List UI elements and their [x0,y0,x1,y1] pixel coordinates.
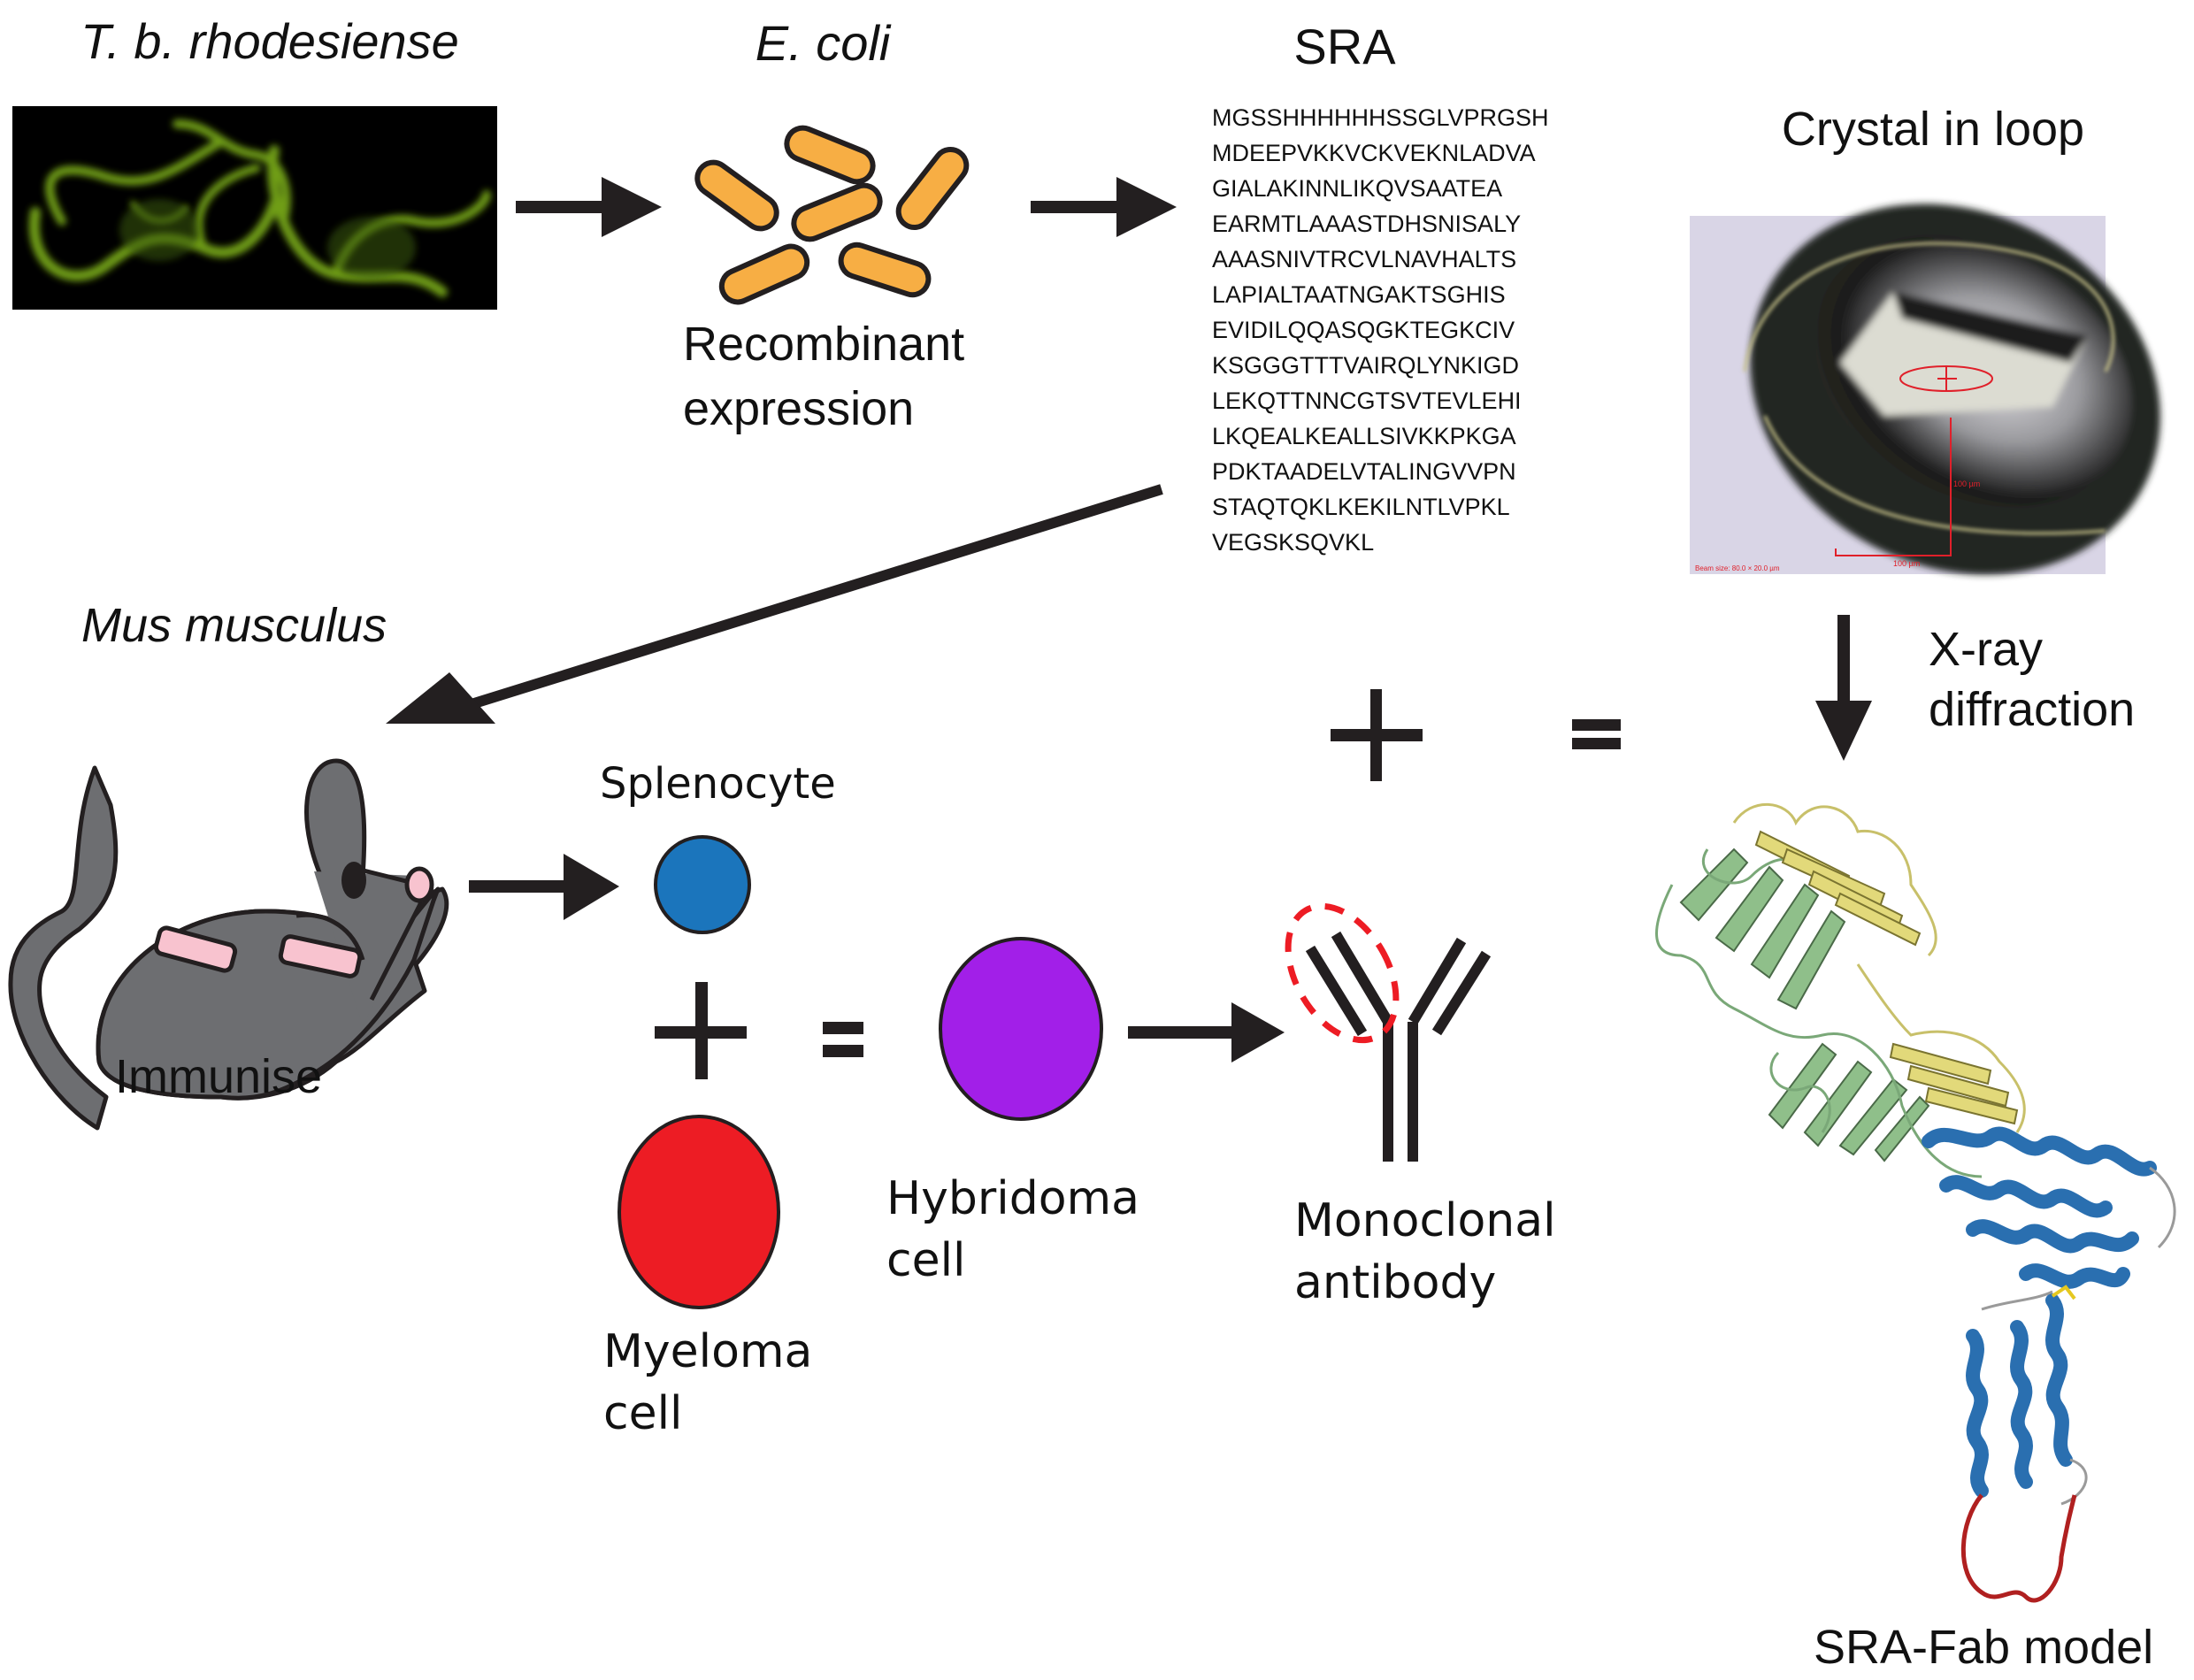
beam-size-label: Beam size: 80.0 × 20.0 µm [1695,564,1780,572]
equals-sign-cells [823,1022,863,1057]
plus-sign-cells [655,982,747,1079]
equals-sign-top [1572,719,1621,749]
arrow-sra-to-mouse [386,484,1163,724]
scale-bar [1835,418,1952,556]
antibody-icon [1305,931,1492,1162]
arrow-hybridoma-to-antibody [1128,1002,1285,1062]
myeloma-cell [618,1115,780,1309]
sequence-line: VEGSKSQVKL [1212,529,1374,556]
trypanosome-title: T. b. rhodesiense [81,13,459,69]
myeloma-label-line1: Myeloma [603,1325,812,1378]
xray-label-line2: diffraction [1929,683,2135,736]
sequence-line: STAQTQKLKEKILNTLVPKL [1212,494,1510,520]
sequence-line: EVIDILQQASQGKTEGKCIV [1212,317,1515,343]
sequence-line: KSGGGTTTVAIRQLYNKIGD [1212,352,1519,379]
scale-vertical-label: 100 µm [1953,479,1980,488]
mouse-front-foot [278,934,363,978]
arrow-mouse-to-splenocyte [469,854,619,920]
sequence-line: LAPIALTAATNGAKTSGHIS [1212,281,1506,308]
scale-horizontal-label: 100 µm [1893,559,1920,568]
sequence-line: EARMTLAAASTDHSNISALY [1212,211,1521,237]
splenocyte-label: Splenocyte [600,759,836,809]
sequence-line: AAASNIVTRCVLNAVHALTS [1212,246,1516,272]
xray-label-line1: X-ray [1929,623,2043,676]
sequence-line: GIALAKINNLIKQVSAATEA [1212,175,1502,202]
red-loop [1960,1493,2077,1603]
mouse-ear [304,758,367,896]
ecoli-title: E. coli [756,15,892,71]
recombinant-label-line1: Recombinant [683,318,964,371]
ecoli-cells [694,125,970,305]
model-label: SRA-Fab model [1814,1621,2153,1674]
antibody-label-line1: Monoclonal [1294,1194,1556,1247]
sequence-line: MGSSHHHHHHSSGLVPRGSH [1212,104,1549,131]
mouse-nose [404,866,434,903]
mouse-illustration [8,758,449,1131]
sra-sequence: MGSSHHHHHHSSGLVPRGSH MDEEPVKKVCKVEKNLADV… [1212,104,1549,556]
mouse-eye [341,862,366,899]
sequence-line: LKQEALKEALLSIVKKPKGA [1212,423,1516,449]
arrow-trypanosome-to-ecoli [516,177,662,237]
plus-sign-top [1331,689,1423,781]
antibody-label-line2: antibody [1294,1256,1496,1309]
myeloma-label-line2: cell [603,1387,682,1440]
crystal-micrograph: 100 µm 100 µm Beam size: 80.0 × 20.0 µm [1690,203,2160,575]
mouse-back-foot [153,925,238,973]
arrow-xray-diffraction [1815,615,1872,761]
recombinant-label-line2: expression [683,382,914,435]
mouse-title: Mus musculus [81,599,387,652]
trypanosome-micrograph [12,106,497,310]
sequence-line: PDKTAADELVTALINGVVPN [1212,458,1516,485]
hybridoma-cell [939,937,1103,1121]
sequence-line: MDEEPVKKVCKVEKNLADVA [1212,140,1536,166]
arrow-ecoli-to-sra [1031,177,1177,237]
sra-fab-structure [1655,802,2176,1603]
hybridoma-label-line1: Hybridoma [886,1172,1139,1225]
crystal-title: Crystal in loop [1782,103,2084,156]
epitope-binding-highlight [1285,902,1400,1044]
mouse-tail [8,765,119,1131]
mouse-snout [314,871,423,1026]
sra-title: SRA [1293,19,1396,74]
splenocyte-cell [654,835,751,934]
immunise-label: Immunise [115,1050,322,1103]
hybridoma-label-line2: cell [886,1234,965,1287]
sequence-line: LEKQTTNNCGTSVTEVLEHI [1212,387,1522,414]
